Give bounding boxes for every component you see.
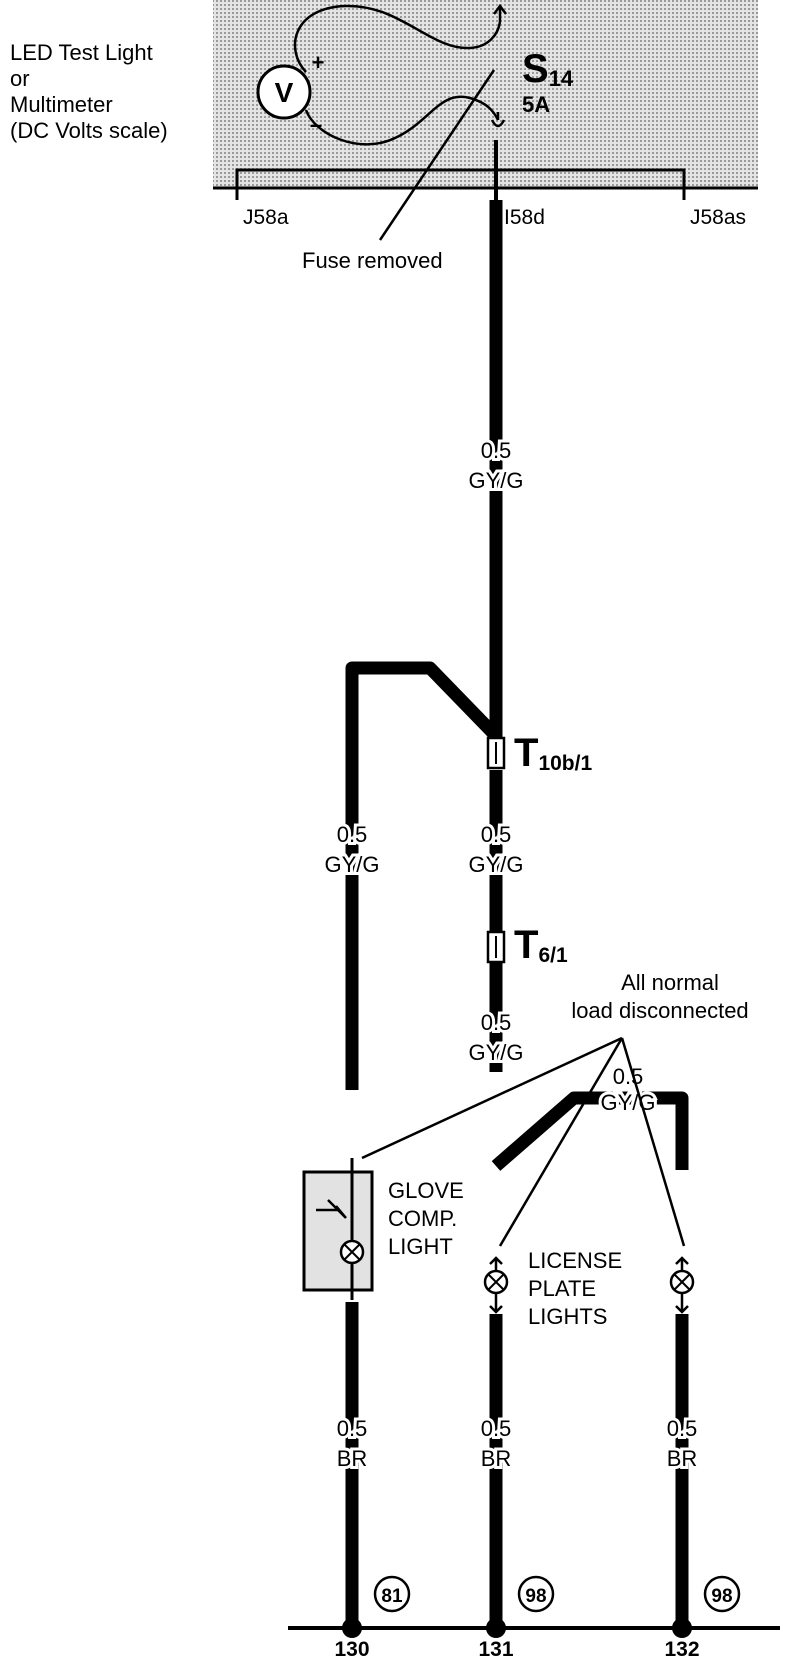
glove-light-box — [302, 1170, 374, 1292]
fuse-rating: 5A — [522, 92, 550, 117]
probe-tip-bottom — [490, 112, 506, 128]
ground3-color: BR — [667, 1446, 698, 1471]
ground3-gauge: 0.5 — [667, 1416, 698, 1441]
ground1-color: BR — [337, 1446, 368, 1471]
license-bulb-right-x — [673, 1273, 691, 1291]
connector-t10b-label: T10b/1 — [514, 731, 592, 775]
fuse-id-main: S — [522, 47, 549, 91]
glove-label-3: LIGHT — [388, 1234, 453, 1259]
wire5-color: GY/G — [600, 1090, 655, 1115]
fuse-removed-pointer — [378, 69, 496, 241]
ground-node-2 — [486, 1618, 506, 1638]
load-pointer-3 — [620, 1037, 686, 1247]
wire1-gauge: 0.5 — [481, 438, 512, 463]
voltmeter-icon — [256, 64, 312, 120]
meter-minus: – — [310, 112, 322, 137]
connector-t6-sub: 6/1 — [538, 944, 568, 967]
glove-label-1: GLOVE — [388, 1178, 464, 1203]
license-bulb-left-x — [487, 1273, 505, 1291]
wire4-color: GY/G — [468, 1040, 523, 1065]
ground-ref-2-icon — [517, 1575, 555, 1613]
ground1-gauge: 0.5 — [337, 1416, 368, 1441]
load-note-1: All normal — [621, 970, 719, 995]
meter-lead-positive — [293, 4, 502, 73]
terminal-left: J58a — [243, 206, 289, 229]
voltmeter-symbol: V — [275, 77, 294, 108]
load-pointer-1 — [361, 1036, 623, 1160]
wire-branch-left — [345, 661, 501, 1078]
meter-lead-negative — [304, 95, 500, 146]
license-label-3: LIGHTS — [528, 1304, 607, 1329]
ground-node-3 — [672, 1618, 692, 1638]
ground-node-1 — [342, 1618, 362, 1638]
terminal-right: J58as — [690, 206, 746, 229]
fuse-id-sub: 14 — [549, 66, 574, 91]
node-number-1: 130 — [334, 1638, 369, 1660]
license-label-1: LICENSE — [528, 1248, 622, 1273]
license-bulb-right-contacts — [675, 1256, 689, 1314]
wire-branch-right — [491, 1091, 689, 1171]
meter-label-3: Multimeter — [10, 92, 113, 117]
glove-label-2: COMP. — [388, 1206, 457, 1231]
ground2-color: BR — [481, 1446, 512, 1471]
ground-ref-2: 98 — [525, 1586, 546, 1607]
meter-label-4: (DC Volts scale) — [10, 118, 168, 143]
load-note-2: load disconnected — [571, 998, 748, 1023]
license-bulb-left-contacts — [489, 1256, 503, 1314]
glove-switch-icon — [316, 1199, 347, 1219]
connector-t6-label: T6/1 — [514, 923, 568, 967]
wire1-color: GY/G — [468, 468, 523, 493]
terminal-middle: I58d — [504, 206, 545, 229]
wire5-gauge: 0.5 — [613, 1064, 644, 1089]
wire3-color: GY/G — [468, 852, 523, 877]
connector-t6-main: T — [514, 923, 538, 967]
ground-ref-1-icon — [373, 1575, 411, 1613]
ground2-gauge: 0.5 — [481, 1416, 512, 1441]
ground-ref-1: 81 — [381, 1586, 403, 1607]
load-pointer-2 — [498, 1037, 624, 1247]
meter-label-2: or — [10, 66, 30, 91]
fuse-id: S14 — [522, 47, 574, 91]
node-number-2: 131 — [478, 1638, 513, 1660]
connector-t10b-sub: 10b/1 — [538, 752, 592, 775]
fuse-removed-label: Fuse removed — [302, 248, 443, 273]
probe-tip-top — [493, 3, 507, 22]
node-number-3: 132 — [664, 1638, 699, 1660]
glove-bulb-x — [343, 1243, 361, 1261]
ground-ref-3: 98 — [711, 1586, 732, 1607]
license-label-2: PLATE — [528, 1276, 596, 1301]
connector-t10b-main: T — [514, 731, 538, 775]
meter-plus: + — [312, 50, 325, 75]
panel-bus — [235, 168, 686, 200]
meter-label-1: LED Test Light — [10, 40, 153, 65]
ground-ref-3-icon — [703, 1575, 741, 1613]
wire2-gauge: 0.5 — [337, 822, 368, 847]
wire4-gauge: 0.5 — [481, 1010, 512, 1035]
wire2-color: GY/G — [324, 852, 379, 877]
wire3-gauge: 0.5 — [481, 822, 512, 847]
